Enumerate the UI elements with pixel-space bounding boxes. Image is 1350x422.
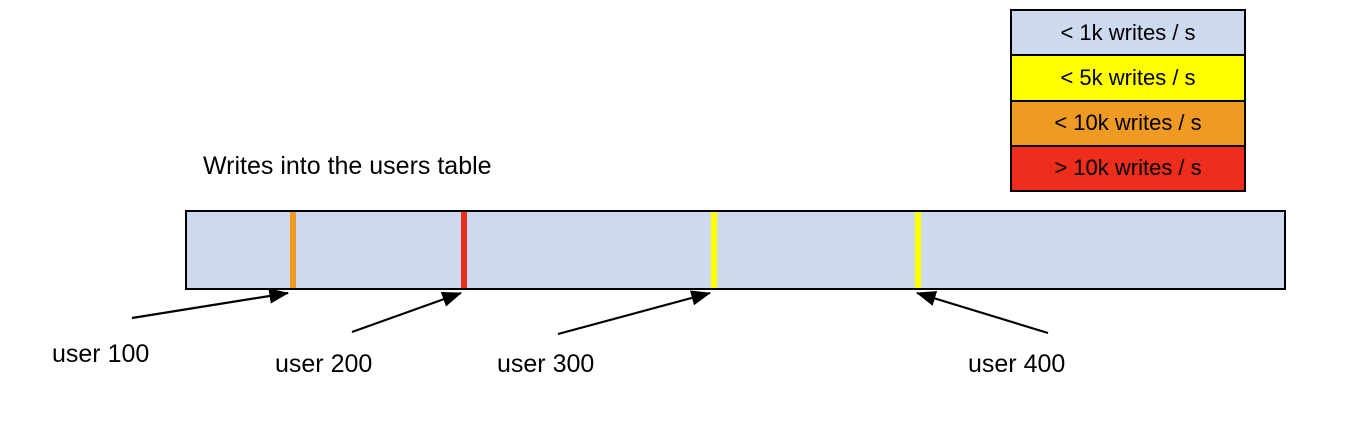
users-table-bar: [185, 210, 1286, 290]
user-400-label: user 400: [968, 350, 1066, 378]
user-400-stripe: [915, 212, 921, 288]
user-100-arrow: [131, 288, 290, 320]
user-100-stripe: [290, 212, 296, 288]
user-400-arrow: [915, 291, 1049, 335]
write-rate-legend: < 1k writes / s < 5k writes / s < 10k wr…: [1010, 9, 1246, 192]
legend-label-over-10k: > 10k writes / s: [1054, 155, 1202, 181]
legend-label-under-1k: < 1k writes / s: [1060, 19, 1196, 45]
user-300-stripe: [711, 212, 717, 288]
legend-label-under-10k: < 10k writes / s: [1054, 110, 1202, 136]
legend-label-under-5k: < 5k writes / s: [1060, 64, 1196, 90]
user-200-label: user 200: [275, 350, 373, 378]
chart-title: Writes into the users table: [203, 152, 492, 180]
user-300-label: user 300: [497, 350, 595, 378]
user-300-arrow: [557, 290, 712, 336]
user-100-label: user 100: [52, 340, 150, 368]
legend-row-under-5k: < 5k writes / s: [1012, 56, 1244, 102]
legend-row-over-10k: > 10k writes / s: [1012, 146, 1244, 190]
legend-row-under-10k: < 10k writes / s: [1012, 101, 1244, 147]
user-200-stripe: [461, 212, 467, 288]
legend-row-under-1k: < 1k writes / s: [1012, 11, 1244, 57]
user-200-arrow: [351, 291, 463, 334]
